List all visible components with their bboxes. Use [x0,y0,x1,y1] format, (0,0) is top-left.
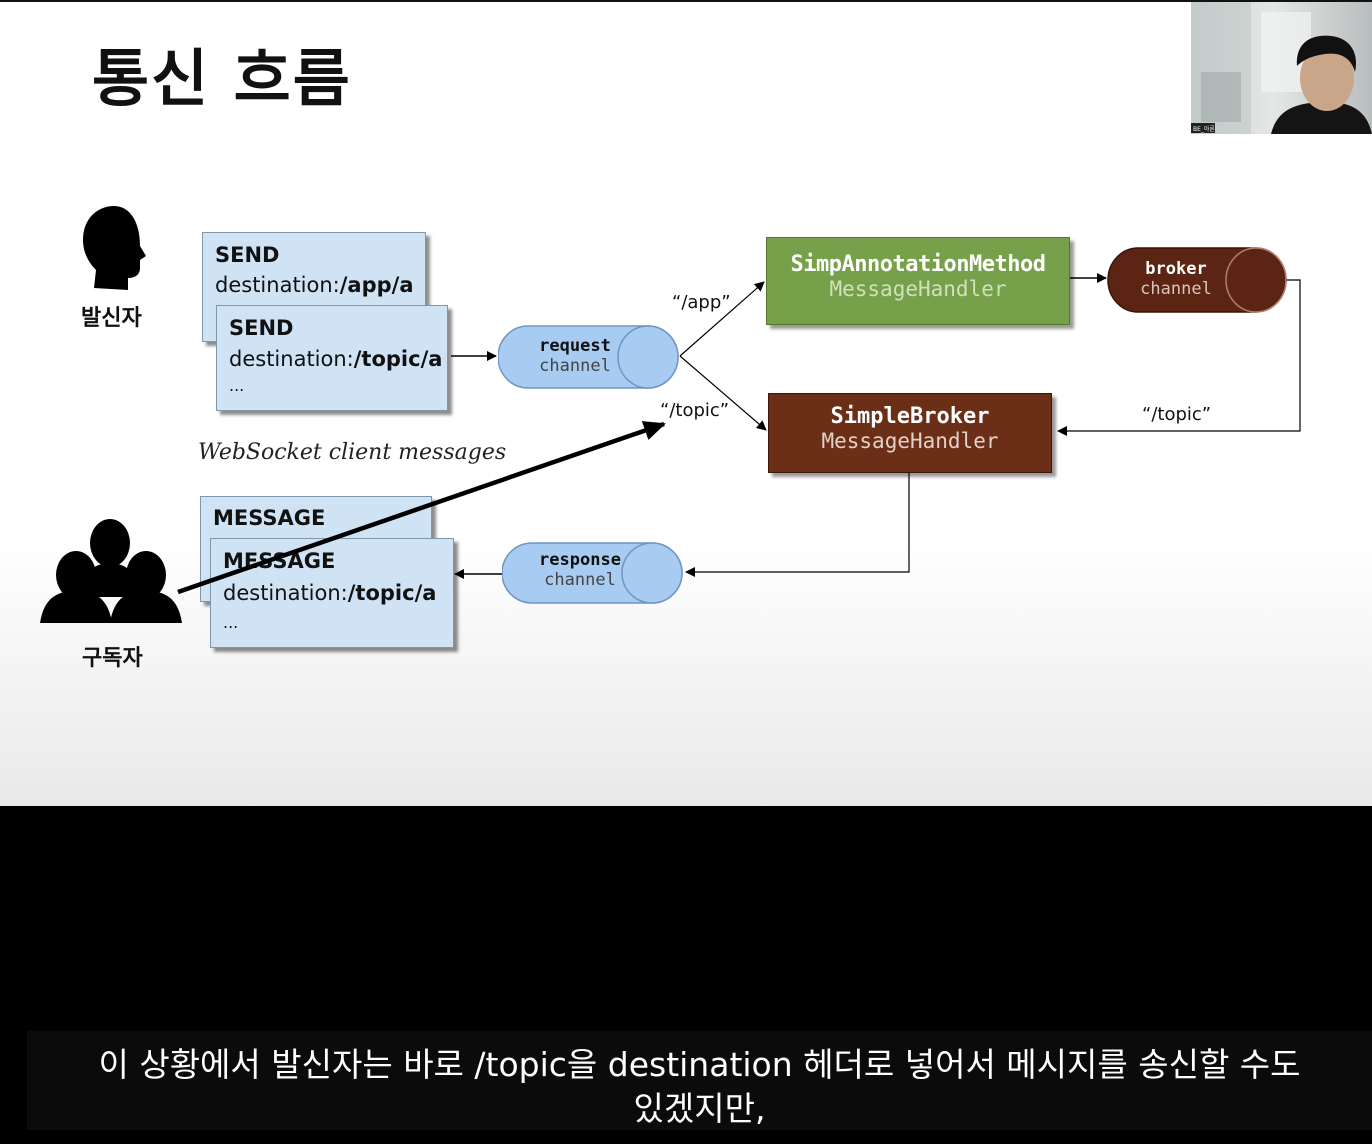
sender-icon [83,206,146,290]
slide-title: 통신 흐름 [92,42,352,115]
subtitle-caption: 이 상황에서 발신자는 바로 /topic을 destination 헤더로 넣… [27,1031,1372,1130]
broker-handler-subtitle: MessageHandler [821,429,999,453]
destination-key: destination: [223,581,348,605]
subscriber-label: 구독자 [82,646,143,671]
arrow-request-to-annotation [679,281,765,357]
subtitle-line-1: 이 상황에서 발신자는 바로 /topic을 destination 헤더로 넣… [98,1045,1301,1084]
annotation-handler-subtitle: MessageHandler [829,277,1007,301]
broker-channel-label: broker channel [1126,259,1226,299]
webcam-video [1191,2,1372,134]
response-channel-line2: channel [544,570,616,590]
sender-label: 발신자 [81,306,142,331]
destination-key: destination: [215,273,340,297]
top-border [0,0,1372,2]
webcam-name-tag: BE_아론 [1193,126,1215,133]
annotation-handler-title: SimpAnnotationMethod [790,252,1046,277]
subscriber-icon [40,519,182,623]
presenter-webcam: BE_아론 [1191,2,1372,134]
request-channel-line1: request [539,336,611,356]
arrow-brokerchannel-to-broker [1057,279,1301,436]
broker-channel-line1: broker [1145,259,1207,279]
message-box-2-ellipsis: ... [223,613,239,632]
send-message-box-2: SEND destination:/topic/a ... [216,305,448,411]
broker-handler-title: SimpleBroker [830,404,990,429]
send-box-2-ellipsis: ... [229,376,245,395]
send-box-2-destination: destination:/topic/a [229,347,442,371]
send-box-1-type: SEND [215,243,280,267]
request-channel-shape [498,325,679,389]
response-channel-line1: response [539,550,621,570]
slide: 통신 흐름 발신자 구독자 [0,0,1372,806]
destination-value: /app/a [339,273,414,297]
simple-broker-handler: SimpleBroker MessageHandler [768,393,1052,473]
destination-key: destination: [229,347,354,371]
message-box-2-type: MESSAGE [223,549,336,573]
broker-channel-line2: channel [1140,279,1212,299]
websocket-caption: WebSocket client messages [198,440,507,465]
destination-value: /topic/a [353,347,443,371]
simp-annotation-method-handler: SimpAnnotationMethod MessageHandler [766,237,1070,325]
subtitle-line-2: 있겠지만, [633,1089,766,1128]
route-label-topic: “/topic” [660,400,730,421]
route-label-app: “/app” [672,292,731,313]
request-channel-line2: channel [539,356,611,376]
arrow-request-to-broker [679,355,767,431]
response-channel-label: response channel [522,550,638,590]
message-box-1-type: MESSAGE [213,506,326,530]
destination-value: /topic/a [347,581,437,605]
message-box-2-destination: destination:/topic/a [223,581,436,605]
send-box-1-destination: destination:/app/a [215,273,414,297]
request-channel-label: request channel [520,336,630,376]
message-box-2: MESSAGE destination:/topic/a ... [210,538,454,648]
route-label-topic-broker: “/topic” [1142,404,1212,425]
broker-channel-shape [1107,247,1287,313]
send-box-2-type: SEND [229,316,294,340]
arrow-broker-to-response [685,472,910,577]
